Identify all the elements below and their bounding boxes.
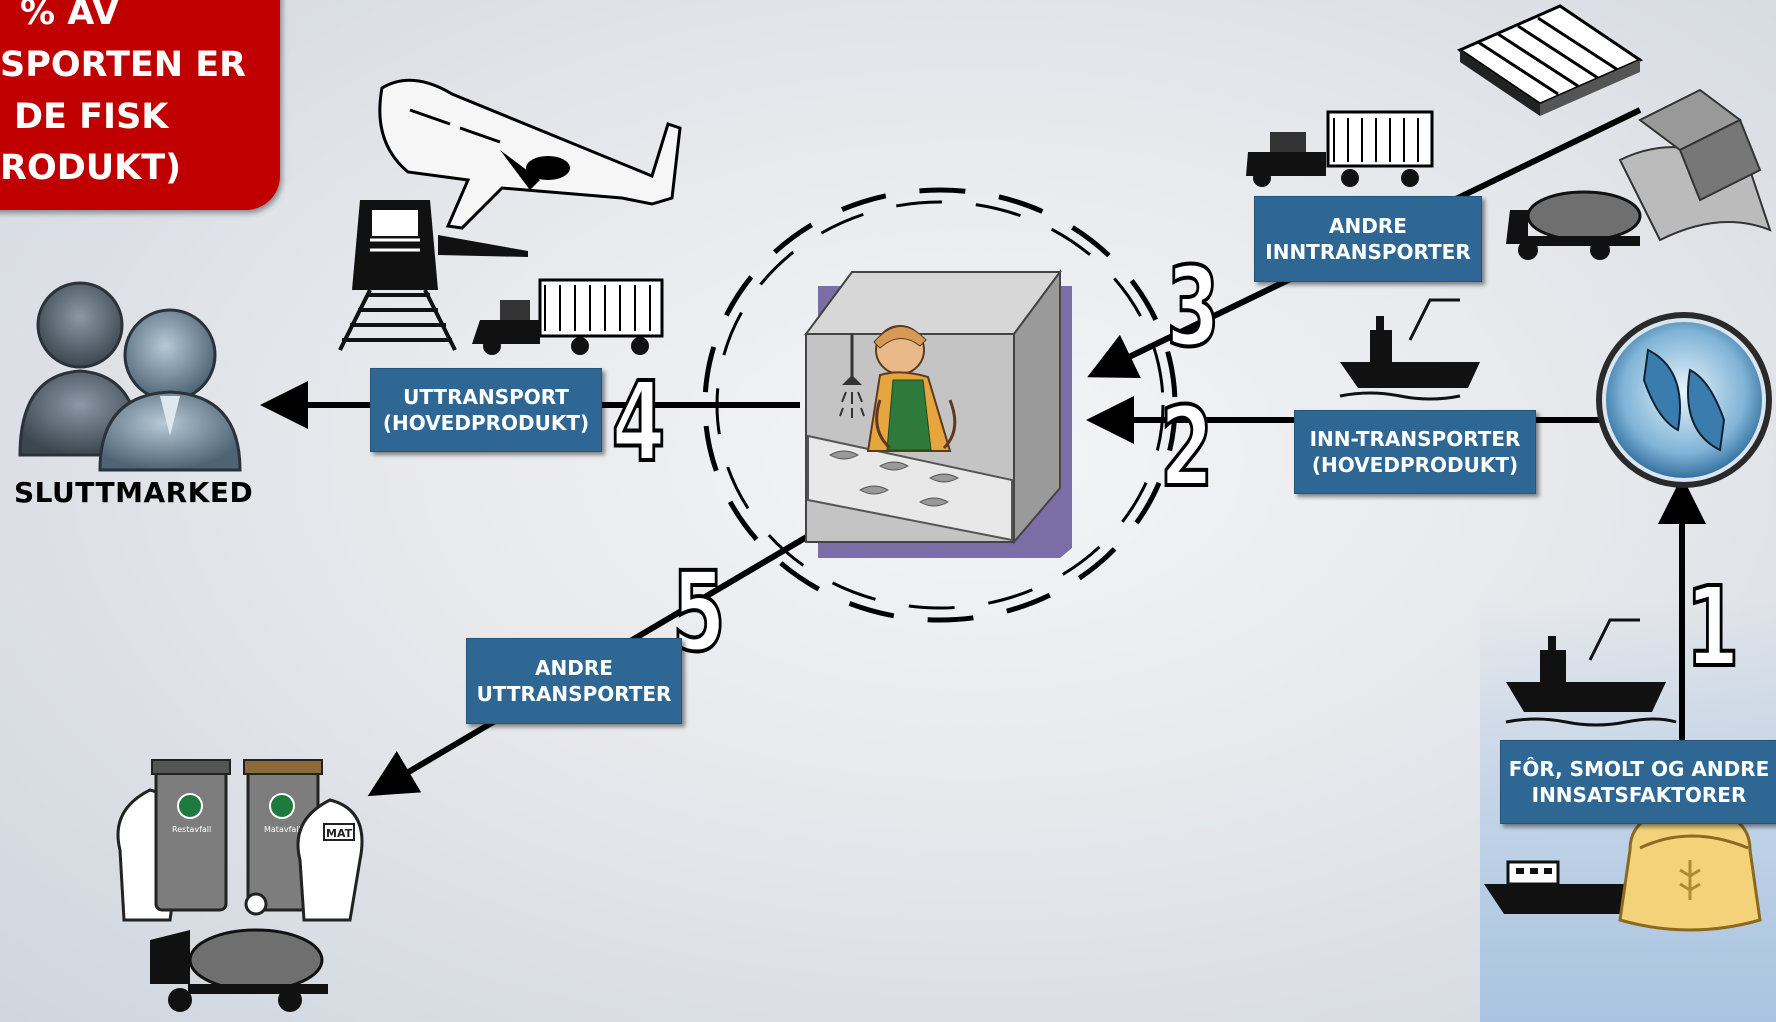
people-icon xyxy=(18,281,242,472)
ship-icon-in xyxy=(1339,298,1480,401)
label-andre-uttransporter-line-1: ANDRE xyxy=(535,656,613,680)
step-3: 3 xyxy=(1166,244,1220,371)
waste-bins-icon: Restavfall Matavfall MAT xyxy=(116,759,364,922)
callout-line-3: DE FISK xyxy=(14,96,169,137)
label-inn-transporter-line-1: INN-TRANSPORTER xyxy=(1309,427,1521,451)
bag-label-mat: MAT xyxy=(326,827,353,840)
fish-icon xyxy=(1596,312,1772,488)
label-andre-uttransporter-line-2: UTTRANSPORTER xyxy=(476,682,672,706)
label-andre-uttransporter: ANDRE UTTRANSPORTER xyxy=(466,638,682,724)
label-uttransport: UTTRANSPORT (HOVEDPRODUKT) xyxy=(370,368,602,452)
train-icon xyxy=(338,200,528,351)
label-for-smolt: FÔR, SMOLT OG ANDRE INNSATSFAKTORER xyxy=(1500,740,1776,824)
label-for-smolt-line-2: INNSATSFAKTORER xyxy=(1531,783,1747,807)
label-andre-inntransporter: ANDRE INNTRANSPORTER xyxy=(1254,196,1482,282)
label-uttransport-line-1: UTTRANSPORT xyxy=(403,385,569,409)
bin-label-restavfall: Restavfall xyxy=(172,825,211,834)
label-uttransport-line-2: (HOVEDPRODUKT) xyxy=(382,411,590,435)
boat-icon xyxy=(1484,860,1644,914)
callout-line-1: % AV xyxy=(20,0,120,33)
boxes-icon xyxy=(1618,88,1772,242)
feed-sack-icon xyxy=(1618,808,1762,932)
step-2: 2 xyxy=(1160,384,1214,511)
step-4: 4 xyxy=(612,359,666,486)
factory-cube xyxy=(804,268,1072,558)
sluttmarked-label: SLUTTMARKED xyxy=(14,476,254,509)
step-1: 1 xyxy=(1686,564,1740,691)
label-andre-inntransporter-line-1: ANDRE xyxy=(1329,214,1407,238)
tanker-truck-icon-out xyxy=(150,928,328,1012)
ship-icon-feed xyxy=(1505,618,1677,727)
truck-icon-in xyxy=(1246,110,1434,187)
label-andre-inntransporter-line-2: INNTRANSPORTER xyxy=(1265,240,1471,264)
callout-line-4: RODUKT) xyxy=(0,148,182,189)
pallets-icon xyxy=(1456,4,1644,116)
label-inn-transporter: INN-TRANSPORTER (HOVEDPRODUKT) xyxy=(1294,410,1536,494)
label-for-smolt-line-1: FÔR, SMOLT OG ANDRE xyxy=(1508,757,1770,781)
label-inn-transporter-line-2: (HOVEDPRODUKT) xyxy=(1311,453,1519,477)
truck-icon-out xyxy=(472,278,664,355)
step-numbers: 1 2 3 4 5 xyxy=(610,243,1741,694)
red-callout: % AV SPORTEN ER DE FISK RODUKT) xyxy=(0,0,280,210)
callout-line-2: SPORTEN ER xyxy=(0,44,247,85)
bin-label-matavfall: Matavfall xyxy=(264,825,301,834)
tanker-truck-icon-in xyxy=(1506,190,1642,260)
factory-boundary-ellipse xyxy=(702,187,1178,623)
airplane-icon xyxy=(378,78,682,230)
